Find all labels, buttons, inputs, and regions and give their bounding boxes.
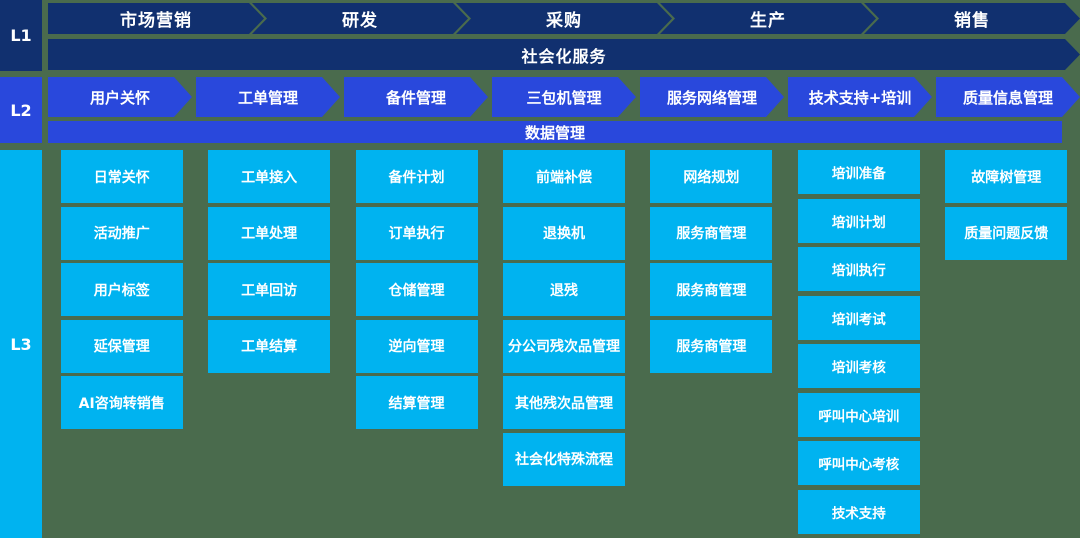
l3-item: 故障树管理 (945, 150, 1068, 203)
rail-label-l3: L3 (0, 150, 42, 538)
l3-item: 培训考试 (797, 295, 920, 340)
l3-item: 订单执行 (355, 206, 478, 260)
l1-process-row: 市场营销 研发 采购 生产 销售 (48, 3, 1080, 34)
l2-stage-user-care: 用户关怀 (48, 77, 192, 117)
l2-bar-data-management: 数据管理 (48, 121, 1062, 143)
l3-column-support-training: 培训准备 培训计划 培训执行 培训考试 培训考核 呼叫中心培训 呼叫中心考核 技… (785, 150, 932, 538)
l3-item: 呼叫中心考核 (797, 441, 920, 485)
l3-item: 培训执行 (797, 247, 920, 291)
l1-stage-procurement: 采购 (456, 3, 672, 34)
l1-stage-production: 生产 (660, 3, 876, 34)
l2-stage-support-training: 技术支持+培训 (788, 77, 932, 117)
l3-item: 工单结算 (208, 319, 331, 373)
l1-bar-row: 社会化服务 (48, 39, 1080, 70)
l3-column-quality-info: 故障树管理 质量问题反馈 (933, 150, 1080, 263)
l3-item: 社会化特殊流程 (502, 432, 625, 486)
l2-stage-service-network: 服务网络管理 (640, 77, 784, 117)
l3-item: 质量问题反馈 (945, 206, 1068, 260)
l2-stage-spare-parts: 备件管理 (344, 77, 488, 117)
l3-item: 技术支持 (797, 489, 920, 534)
l3-item: 服务商管理 (650, 263, 773, 316)
l3-item: 前端补偿 (502, 150, 625, 203)
l3-column-spare-parts: 备件计划 订单执行 仓储管理 逆向管理 结算管理 (343, 150, 490, 433)
l3-column-service-network: 网络规划 服务商管理 服务商管理 服务商管理 (638, 150, 785, 376)
l1-stage-sales: 销售 (864, 3, 1080, 34)
l3-item: 工单处理 (208, 206, 331, 260)
l3-item: 服务商管理 (650, 319, 773, 373)
l3-item: 工单回访 (208, 263, 331, 316)
l3-item: 退残 (502, 263, 625, 316)
l3-item: 服务商管理 (650, 206, 773, 260)
l2-stage-three-guarantee: 三包机管理 (492, 77, 636, 117)
l3-item: 培训考核 (797, 344, 920, 388)
l3-item: 备件计划 (355, 150, 478, 203)
l3-item: 结算管理 (355, 376, 478, 429)
l3-item: 呼叫中心培训 (797, 392, 920, 437)
l3-item: 用户标签 (60, 263, 183, 316)
l1-stage-rnd: 研发 (252, 3, 468, 34)
l2-stage-work-order: 工单管理 (196, 77, 340, 117)
l3-item: 逆向管理 (355, 319, 478, 373)
l3-column-work-order: 工单接入 工单处理 工单回访 工单结算 (195, 150, 342, 376)
l2-process-row: 用户关怀 工单管理 备件管理 三包机管理 服务网络管理 技术支持+培训 质量信息… (48, 77, 1080, 117)
l3-item: 培训准备 (797, 150, 920, 194)
l3-item: 延保管理 (60, 319, 183, 373)
l3-item: 培训计划 (797, 198, 920, 243)
l3-capability-grid: 日常关怀 活动推广 用户标签 延保管理 AI咨询转销售 工单接入 工单处理 工单… (48, 150, 1080, 538)
l3-item: 网络规划 (650, 150, 773, 203)
l3-item: 其他残次品管理 (502, 376, 625, 429)
l3-item: 工单接入 (208, 150, 331, 203)
l3-item: AI咨询转销售 (60, 376, 183, 429)
l2-stage-quality-info: 质量信息管理 (936, 77, 1080, 117)
l3-column-three-guarantee: 前端补偿 退换机 退残 分公司残次品管理 其他残次品管理 社会化特殊流程 (490, 150, 637, 489)
l1-stage-marketing: 市场营销 (48, 3, 264, 34)
l3-column-user-care: 日常关怀 活动推广 用户标签 延保管理 AI咨询转销售 (48, 150, 195, 433)
l3-item: 分公司残次品管理 (502, 319, 625, 373)
rail-label-l2: L2 (0, 77, 42, 143)
l3-item: 退换机 (502, 206, 625, 260)
l1-bar-socialized-services: 社会化服务 (48, 39, 1080, 70)
l3-item: 活动推广 (60, 206, 183, 260)
l2-bar-row: 数据管理 (48, 121, 1062, 143)
rail-label-l1: L1 (0, 0, 42, 71)
l3-item: 日常关怀 (60, 150, 183, 203)
l3-item: 仓储管理 (355, 263, 478, 316)
